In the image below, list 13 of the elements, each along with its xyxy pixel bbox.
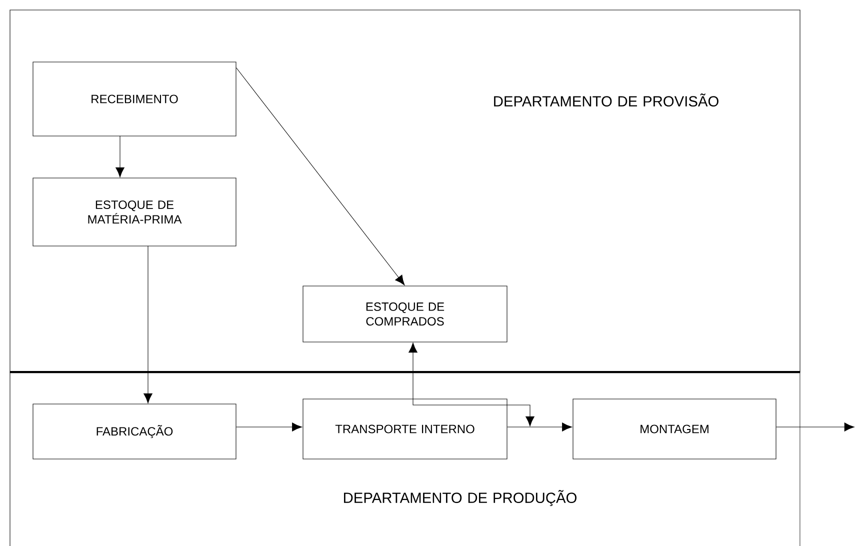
- process-box: ESTOQUE DE MATÉRIA-PRIMA: [32, 178, 236, 246]
- arrow: [116, 136, 124, 178]
- process-box: MONTAGEM: [572, 398, 776, 460]
- arrow: [507, 422, 572, 432]
- process-box: RECEBIMENTO: [32, 62, 236, 136]
- arrow: [144, 246, 152, 404]
- arrow: [408, 342, 534, 426]
- process-box: TRANSPORTE INTERNO: [302, 398, 508, 460]
- arrow: [236, 67, 405, 286]
- arrow: [776, 422, 854, 432]
- process-box: FABRICAÇÃO: [32, 404, 236, 460]
- arrow: [236, 422, 302, 432]
- process-box: ESTOQUE DE COMPRADOS: [302, 286, 508, 342]
